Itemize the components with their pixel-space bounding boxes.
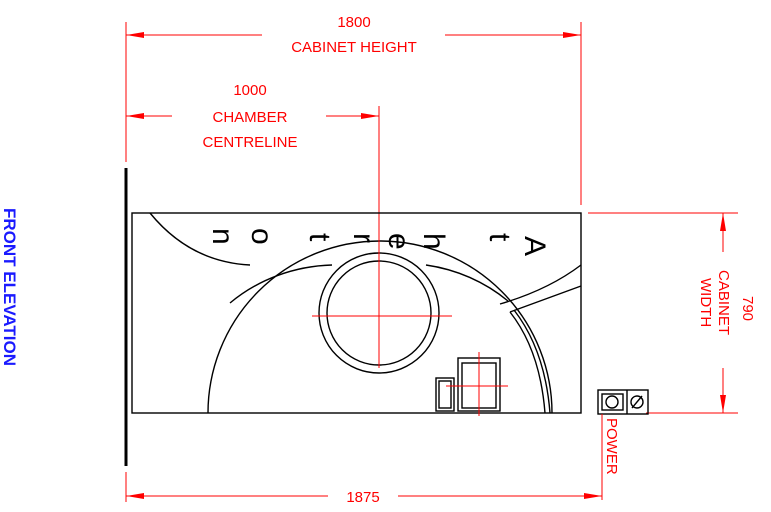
- control-panel-crosshair: [446, 352, 508, 416]
- overall-width-dimension: 1875: [125, 472, 602, 506]
- brand-letter-r: r: [347, 233, 380, 243]
- power-label: POWER: [603, 418, 620, 475]
- brand-letter-t: t: [483, 233, 516, 242]
- brand-letter-n: n: [206, 228, 239, 245]
- door-curve-inner: [513, 309, 551, 414]
- cabinet-width-label-2: WIDTH: [697, 278, 714, 327]
- cabinet-width-dimension: 790 CABINET WIDTH: [588, 212, 756, 414]
- chamber-centreline-label-2: CENTRELINE: [202, 134, 297, 151]
- dome-inner-arc-right: [425, 264, 509, 302]
- chamber-crosshair: [312, 228, 452, 368]
- dome-outer-arc: [207, 240, 553, 414]
- cabinet-height-label: CABINET HEIGHT: [291, 39, 417, 56]
- door-top-edge: [509, 285, 582, 313]
- front-elevation-title: FRONT ELEVATION: [0, 208, 19, 366]
- dome-inner-arc-left: [229, 264, 333, 304]
- brand-letter-h: h: [417, 233, 450, 250]
- cabinet-height-dimension: 1800 CABINET HEIGHT: [125, 14, 582, 205]
- cabinet-width-value: 790: [739, 296, 756, 321]
- overall-width-value: 1875: [346, 489, 379, 506]
- cabinet-height-value: 1800: [337, 14, 370, 31]
- chamber-centreline-value: 1000: [233, 82, 266, 99]
- brand-lettering: A t h e r t o n: [206, 228, 551, 256]
- brand-letter-e: e: [382, 233, 415, 250]
- right-sweep-curve: [499, 264, 582, 305]
- cabinet-outline: [131, 212, 582, 414]
- control-panel-small: [435, 377, 455, 412]
- door-curve-outer: [509, 311, 546, 414]
- left-sweep-curve: [149, 212, 251, 266]
- control-panel-small-inner: [438, 380, 452, 409]
- cabinet-width-label-1: CABINET: [715, 270, 732, 335]
- chamber-centreline-dimension: 1000 CHAMBER CENTRELINE: [126, 82, 380, 228]
- power-connector: POWER: [597, 389, 649, 500]
- brand-letter-t2: t: [303, 233, 336, 242]
- chamber-centreline-label-1: CHAMBER: [212, 109, 287, 126]
- brand-letter-a: A: [518, 236, 551, 256]
- brand-letter-o: o: [245, 228, 278, 245]
